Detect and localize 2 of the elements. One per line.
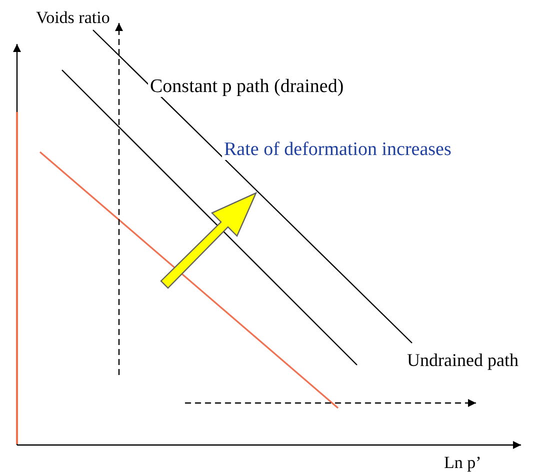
path-label: Constant p path (drained) bbox=[148, 76, 346, 97]
annotation-text: Rate of deformation increases bbox=[222, 139, 454, 160]
